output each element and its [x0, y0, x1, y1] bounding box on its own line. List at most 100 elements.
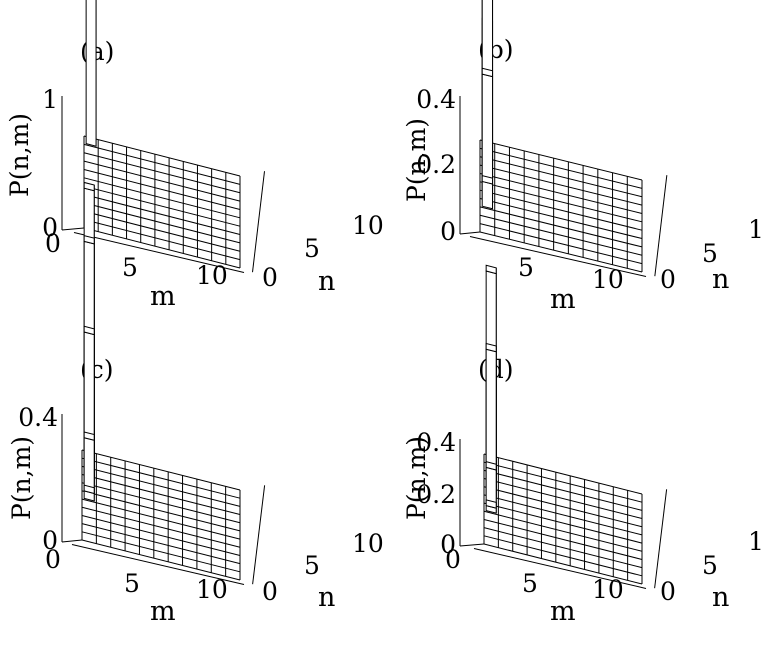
floor-grid — [483, 453, 643, 585]
grid-line-n — [483, 461, 643, 503]
y-axis-line — [654, 489, 668, 589]
grid-line-n — [479, 172, 643, 214]
z-axis-base — [459, 231, 481, 235]
bar-front — [481, 180, 494, 210]
grid-line-n — [83, 152, 241, 194]
grid-line-n — [83, 160, 241, 202]
bar-top — [83, 431, 95, 441]
floor-grid — [479, 139, 643, 273]
grid-line-n — [483, 494, 643, 536]
grid-line-n — [483, 535, 643, 577]
y-axis-line — [654, 175, 668, 277]
z-tick-label: 0 — [440, 530, 456, 559]
y-axis-label: n — [318, 582, 335, 613]
grid-line-n — [479, 164, 643, 206]
grid-line-n — [83, 202, 241, 244]
x-axis-label: m — [550, 596, 576, 627]
y-tick-label: 0 — [262, 263, 278, 292]
bar-top — [485, 342, 497, 353]
grid-line-n — [479, 189, 643, 231]
z-tick-label: 1 — [42, 85, 58, 114]
y-tick-label: 10 — [352, 211, 384, 240]
grid-line-n — [479, 147, 643, 189]
grid-line-n — [81, 498, 241, 540]
floor-grid — [83, 135, 241, 269]
y-tick-label: 0 — [660, 577, 676, 606]
grid-line-n — [483, 518, 643, 560]
bar-front — [85, 0, 97, 147]
x-tick-label: 10 — [196, 261, 228, 290]
x-axis-label: m — [150, 596, 176, 627]
z-axis-base — [459, 543, 485, 547]
z-axis-label: P(n,m) — [5, 113, 34, 197]
grid-line-n — [479, 181, 643, 223]
grid-line-n — [479, 206, 643, 248]
z-axis-label: P(n,m) — [7, 436, 36, 520]
x-axis-line — [73, 232, 245, 273]
x-axis-line — [469, 236, 647, 277]
bar-top — [83, 484, 95, 495]
x-axis-label: m — [150, 281, 176, 312]
bar — [481, 174, 494, 210]
z-tick-label: 0.4 — [416, 428, 456, 457]
bar-top — [83, 325, 95, 336]
grid-line-n — [483, 486, 643, 528]
bar-top — [83, 234, 95, 245]
x-axis-line — [71, 543, 245, 585]
grid-line-n — [83, 227, 241, 269]
y-axis-label: n — [318, 266, 335, 297]
grid-line-n — [81, 482, 241, 524]
bar — [83, 431, 95, 494]
z-tick-label: 0.4 — [18, 403, 58, 432]
grid-line-n — [479, 198, 643, 240]
grid-line-n — [479, 139, 643, 181]
bar — [485, 499, 497, 514]
grid-line-n — [483, 469, 643, 511]
grid-line-n — [479, 156, 643, 198]
grid-line-n — [81, 457, 241, 499]
z-axis-label: P(n,m) — [402, 118, 431, 202]
y-tick-label: 0 — [262, 577, 278, 606]
y-tick-label: 10 — [352, 529, 384, 558]
bar — [83, 484, 95, 502]
y-tick-label: 10 — [748, 215, 763, 244]
grid-line-n — [83, 185, 241, 227]
grid-line-n — [83, 177, 241, 219]
y-axis-line — [252, 485, 266, 585]
grid-line-n — [83, 194, 241, 236]
z-tick-label: 0.2 — [416, 480, 456, 509]
floor-grid — [81, 449, 241, 581]
grid-line-n — [81, 449, 241, 491]
grid-line-n — [83, 210, 241, 252]
grid-line-n — [83, 219, 241, 261]
grid-line-n — [483, 453, 643, 495]
y-tick-label: 5 — [702, 551, 718, 580]
grid-line-n — [83, 135, 241, 177]
grid-line-n — [483, 510, 643, 552]
x-axis-line — [473, 547, 647, 589]
z-axis-label: P(n,m) — [402, 436, 431, 520]
grid-line-n — [81, 474, 241, 516]
grid-line-n — [81, 465, 241, 507]
y-tick-label: 0 — [660, 265, 676, 294]
grid-line-n — [81, 514, 241, 556]
bar-front — [83, 437, 95, 494]
x-tick-label: 0 — [45, 545, 61, 574]
y-tick-label: 10 — [748, 527, 763, 556]
grid-line-n — [483, 543, 643, 585]
grid-line-n — [81, 506, 241, 548]
y-tick-label: 5 — [702, 239, 718, 268]
bar — [85, 0, 97, 147]
z-tick-label: 0 — [42, 526, 58, 555]
grid-line-n — [81, 531, 241, 573]
grid-line-n — [479, 214, 643, 256]
z-tick-label: 0 — [42, 213, 58, 242]
grid-line-n — [483, 478, 643, 520]
bar-top — [481, 174, 494, 185]
bar-top — [485, 264, 497, 275]
z-tick-label: 0.4 — [416, 85, 456, 114]
z-axis-base — [61, 539, 83, 543]
